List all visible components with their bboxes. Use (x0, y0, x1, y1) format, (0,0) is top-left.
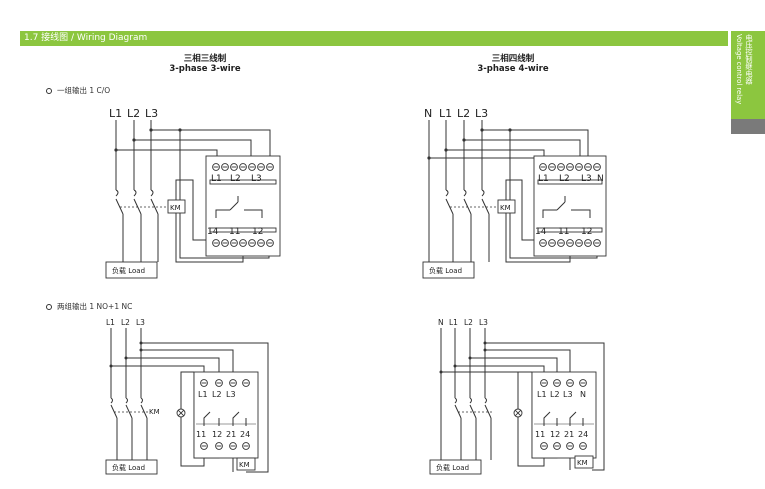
side-tab-label-en: Voltage control relay (735, 34, 743, 105)
terminal-l3: L3 (251, 174, 262, 184)
load-box (105, 261, 158, 279)
label-l2: L2 (127, 107, 140, 120)
terminal-11: 11 (196, 430, 206, 439)
label-l3: L3 (479, 318, 488, 327)
relay-body (205, 155, 281, 257)
load-box (429, 459, 482, 475)
load-box (105, 459, 158, 475)
terminal-l2: L2 (550, 390, 560, 399)
terminal-l1: L1 (211, 174, 222, 184)
terminal-24: 24 (578, 430, 588, 439)
contactor-coil (236, 457, 256, 471)
diagram-three-wire-no-nc: L1 L2 L3 KM 负载 Load (105, 318, 269, 475)
terminal-14: 14 (207, 227, 219, 237)
bullet-icon (46, 88, 52, 94)
option-no-nc: 两组输出 1 NO+1 NC (46, 302, 132, 311)
terminal-l1: L1 (537, 390, 547, 399)
label-km: KM (500, 204, 511, 212)
terminal-12: 12 (550, 430, 560, 439)
terminal-l3: L3 (563, 390, 573, 399)
four-wire-title-cn: 三相四线制 (491, 54, 535, 64)
label-l1: L1 (109, 107, 122, 120)
load-label: 负载 Load (112, 266, 145, 275)
terminal-l3: L3 (226, 390, 236, 399)
label-l2: L2 (464, 318, 473, 327)
side-tab-label-cn: 电压控制继电器 (745, 34, 754, 85)
label-l3: L3 (136, 318, 145, 327)
diagram-four-wire-co: N L1 L2 L3 KM 负载 Load (422, 107, 607, 279)
label-l1: L1 (439, 107, 452, 120)
four-wire-title-en: 3-phase 4-wire (477, 64, 549, 74)
option-no-nc-label: 两组输出 1 NO+1 NC (57, 302, 133, 311)
section-title: 1.7 接线图 / Wiring Diagram (24, 33, 148, 43)
label-km: KM (149, 408, 160, 416)
terminal-l1: L1 (198, 390, 208, 399)
bullet-icon (46, 304, 52, 310)
terminal-11: 11 (558, 227, 569, 237)
terminal-21: 21 (226, 430, 236, 439)
side-tab-footer (731, 119, 765, 134)
terminal-24: 24 (240, 430, 250, 439)
terminal-12: 12 (252, 227, 263, 237)
four-wire-title: 三相四线制 3-phase 4-wire (458, 54, 568, 74)
label-l2: L2 (121, 318, 130, 327)
terminal-l2: L2 (559, 174, 570, 184)
diagram-four-wire-no-nc: N L1 L2 L3 负载 Load (429, 318, 605, 475)
terminal-11: 11 (229, 227, 240, 237)
load-box (422, 261, 475, 279)
terminal-l1: L1 (538, 174, 549, 184)
three-wire-title: 三相三线制 3-phase 3-wire (150, 54, 260, 74)
label-km: KM (239, 461, 250, 469)
label-km: KM (170, 204, 181, 212)
label-n: N (424, 107, 432, 120)
label-l2: L2 (457, 107, 470, 120)
section-header-bar (20, 31, 728, 46)
label-l1: L1 (106, 318, 115, 327)
contactor-coil (574, 455, 594, 469)
terminal-l2: L2 (230, 174, 241, 184)
load-label: 负载 Load (112, 463, 145, 472)
label-km: KM (577, 459, 588, 467)
terminal-n: N (580, 390, 586, 399)
label-l1: L1 (449, 318, 458, 327)
label-l3: L3 (145, 107, 158, 120)
terminal-11: 11 (535, 430, 545, 439)
label-n: N (438, 318, 444, 327)
terminal-l2: L2 (212, 390, 222, 399)
terminal-n: N (597, 174, 604, 184)
load-label: 负载 Load (429, 266, 462, 275)
option-co-label: 一组输出 1 C/O (57, 86, 111, 95)
diagram-three-wire-co: L1 L2 L3 KM 负载 Load (105, 107, 281, 279)
side-tab (731, 31, 765, 119)
three-wire-title-cn: 三相三线制 (183, 54, 227, 64)
three-wire-title-en: 3-phase 3-wire (169, 64, 241, 74)
label-l3: L3 (475, 107, 488, 120)
option-co: 一组输出 1 C/O (46, 86, 110, 95)
load-label: 负载 Load (436, 463, 469, 472)
terminal-21: 21 (564, 430, 574, 439)
terminal-14: 14 (535, 227, 547, 237)
terminal-12: 12 (212, 430, 222, 439)
terminal-12: 12 (581, 227, 592, 237)
terminal-l3: L3 (581, 174, 592, 184)
